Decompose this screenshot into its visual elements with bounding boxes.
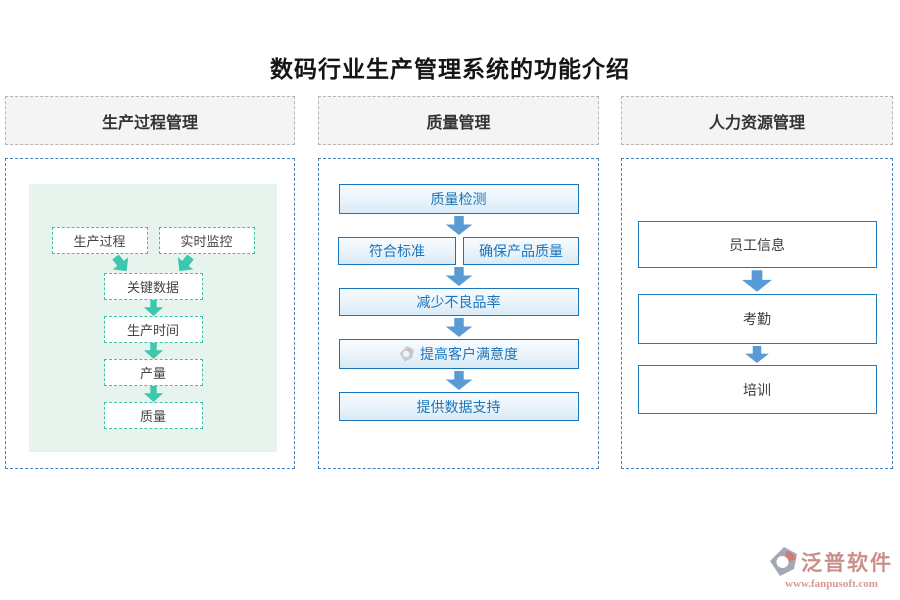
node-training: 培训	[637, 365, 877, 414]
arrow-down-icon	[143, 300, 163, 316]
arrow-down-icon	[742, 270, 772, 292]
node-quality-inspection: 质量检测	[338, 184, 579, 214]
node-meet-standards: 符合标准	[338, 237, 456, 265]
node-improve-customer-satisfaction-label: 提高客户满意度	[420, 346, 518, 362]
footer-brand: 泛普软件 www.fanpusoft.com	[770, 547, 893, 590]
arrow-down-icon	[445, 216, 472, 235]
brand-row: 泛普软件	[770, 547, 893, 577]
node-improve-customer-satisfaction: 提高客户满意度	[338, 339, 579, 369]
node-output-volume: 产量	[103, 359, 203, 386]
arrow-down-icon	[445, 371, 472, 390]
node-quality: 质量	[103, 402, 203, 429]
arrow-down-right-icon	[112, 254, 129, 272]
watermark-logo-icon	[399, 346, 414, 362]
fanpu-logo-icon	[770, 547, 797, 576]
node-key-data: 关键数据	[103, 273, 203, 300]
node-reduce-defect-rate: 减少不良品率	[338, 288, 579, 316]
arrow-down-icon	[745, 346, 769, 363]
header-hr-mgmt: 人力资源管理	[621, 96, 893, 145]
arrow-down-icon	[143, 343, 163, 359]
brand-website: www.fanpusoft.com	[785, 578, 878, 590]
arrow-down-icon	[143, 386, 163, 402]
node-attendance: 考勤	[637, 294, 877, 344]
node-realtime-monitoring: 实时监控	[158, 227, 255, 254]
arrow-down-left-icon	[177, 254, 194, 272]
production-flow-canvas: 生产过程 实时监控 关键数据 生产时间 产量 质量	[29, 184, 277, 452]
brand-name: 泛普软件	[801, 551, 893, 575]
node-production-time: 生产时间	[103, 316, 203, 343]
header-quality-mgmt: 质量管理	[318, 96, 599, 145]
node-employee-info: 员工信息	[637, 221, 877, 268]
production-process-panel: 生产过程 实时监控 关键数据 生产时间 产量 质量	[5, 158, 295, 469]
quality-pair-row: 符合标准 确保产品质量	[319, 237, 598, 265]
arrow-down-icon	[445, 267, 472, 286]
node-provide-data-support: 提供数据支持	[338, 392, 579, 421]
page-title: 数码行业生产管理系统的功能介绍	[270, 57, 630, 82]
source-nodes-row: 生产过程 实时监控	[29, 227, 277, 254]
converging-arrows	[29, 254, 277, 273]
header-production-process-mgmt: 生产过程管理	[5, 96, 295, 145]
node-production-process: 生产过程	[51, 227, 148, 254]
node-ensure-product-quality: 确保产品质量	[463, 237, 579, 265]
arrow-down-icon	[445, 318, 472, 337]
hr-mgmt-panel: 员工信息 考勤 培训	[621, 158, 893, 469]
quality-mgmt-panel: 质量检测 符合标准 确保产品质量 减少不良品率 提高客户满意度 提供数据支持	[318, 158, 599, 469]
